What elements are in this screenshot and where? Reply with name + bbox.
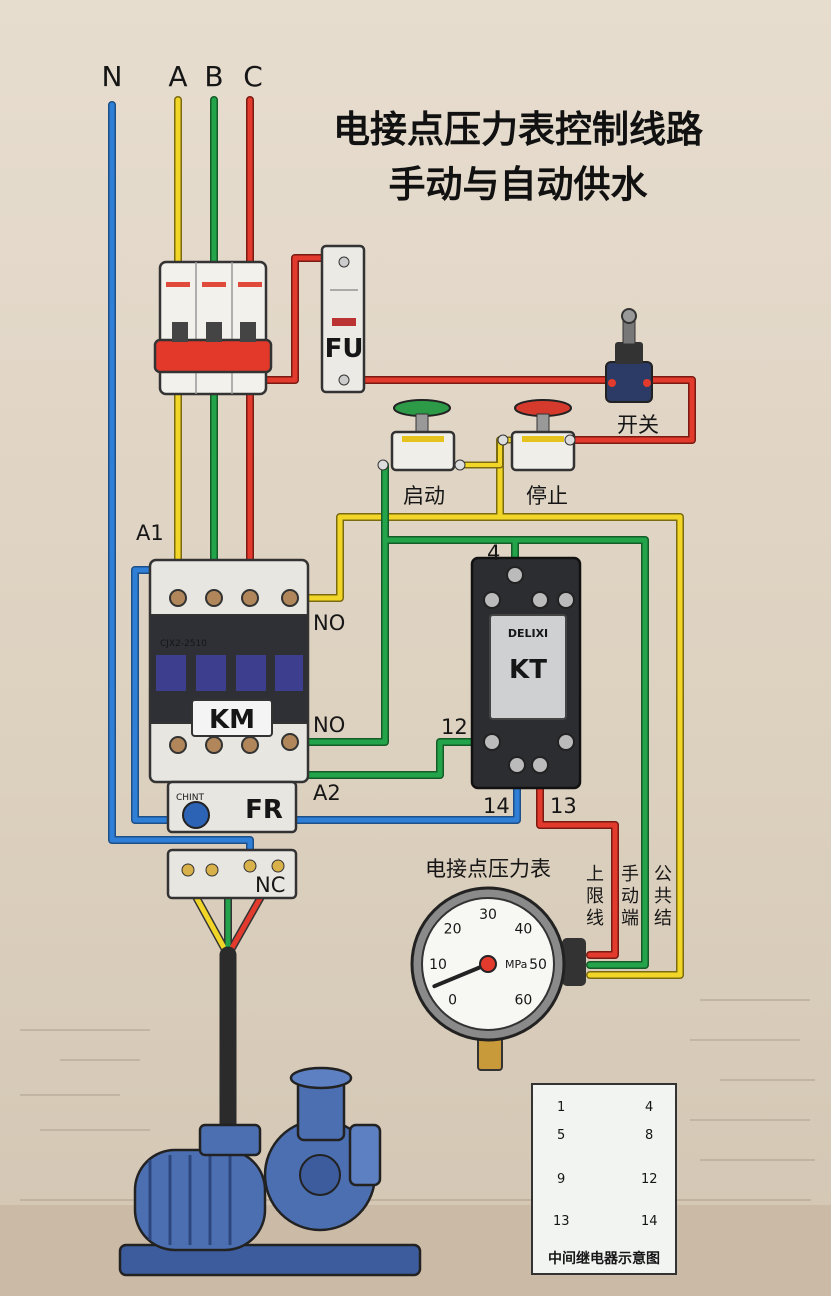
motor-cable	[191, 891, 266, 1134]
title-line-2: 手动与自动供水	[389, 163, 649, 206]
svg-text:端: 端	[621, 908, 639, 929]
start-label: 启动	[403, 484, 445, 508]
wire-label-common: 公 共 结	[654, 864, 672, 929]
gauge-tick-label: 20	[444, 922, 462, 938]
legend-pin-12: 12	[641, 1172, 658, 1187]
phase-a-wire	[174, 96, 684, 979]
fuse-label: FU	[325, 334, 364, 364]
svg-text:公: 公	[654, 864, 672, 885]
terminal-14: 14	[483, 794, 510, 818]
switch-label: 开关	[617, 413, 659, 437]
contactor-label: KM	[209, 705, 255, 735]
gauge-tick-label: 0	[448, 992, 457, 1008]
stop-label: 停止	[526, 484, 568, 508]
label-a: A	[168, 60, 187, 93]
terminal-13: 13	[550, 794, 577, 818]
pressure-gauge: 0 10 20 30 40 50 60 MPa	[410, 886, 586, 1071]
start-button[interactable]	[377, 399, 466, 472]
stop-button[interactable]	[497, 399, 576, 472]
legend-pin-5: 5	[557, 1128, 565, 1143]
legend-pin-9: 9	[557, 1172, 565, 1187]
label-n: N	[102, 60, 123, 93]
contactor-km	[148, 558, 310, 784]
relay-legend-pins: 1 5 9 13 4 8 12 14 中间继电器示意图	[548, 1100, 660, 1267]
label-c: C	[243, 60, 263, 93]
fuse	[320, 244, 366, 394]
svg-text:手: 手	[621, 864, 639, 885]
rotary-switch[interactable]	[605, 308, 653, 403]
gauge-tick-label: 10	[429, 957, 447, 973]
svg-text:结: 结	[654, 908, 672, 929]
svg-text:限: 限	[586, 886, 604, 907]
legend-pin-13: 13	[553, 1214, 570, 1229]
wire-label-upper-limit: 上 限 线	[586, 864, 604, 929]
legend-pin-8: 8	[645, 1128, 653, 1143]
relay-legend: 1 5 9 13 4 8 12 14 中间继电器示意图	[531, 1083, 677, 1275]
overload-relay-fr	[166, 780, 298, 900]
terminal-4: 4	[487, 541, 500, 565]
svg-text:上: 上	[586, 864, 604, 885]
terminal-a2: A2	[313, 781, 341, 805]
relay-brand: DELIXI	[508, 627, 548, 640]
phase-b-wire	[210, 96, 649, 969]
legend-caption: 中间继电器示意图	[548, 1250, 660, 1267]
gauge-tick-labels: 0 10 20 30 40 50 60	[429, 907, 547, 1008]
terminal-no-mid: NO	[313, 713, 345, 737]
terminal-a1: A1	[136, 521, 164, 545]
title-line-1: 电接点压力表控制线路	[333, 108, 704, 151]
gauge-tick-label: 40	[514, 922, 532, 938]
gauge-title: 电接点压力表	[425, 857, 551, 881]
overload-label: FR	[245, 795, 283, 825]
terminal-no-top: NO	[313, 611, 345, 635]
legend-pin-1: 1	[557, 1100, 565, 1115]
contactor-model: CJX2-2510	[160, 639, 207, 649]
svg-text:动: 动	[621, 886, 639, 907]
relay-kt	[470, 556, 582, 790]
gauge-tick-label: 30	[479, 907, 497, 923]
gauge-tick-label: 50	[529, 957, 547, 973]
legend-pin-4: 4	[645, 1100, 653, 1115]
legend-pin-14: 14	[641, 1214, 658, 1229]
gauge-unit: MPa	[505, 958, 527, 971]
label-b: B	[204, 60, 223, 93]
terminal-12: 12	[441, 715, 468, 739]
relay-label: KT	[509, 655, 547, 685]
terminal-nc: NC	[255, 873, 285, 897]
svg-text:线: 线	[586, 908, 604, 929]
main-breaker	[153, 260, 273, 396]
wire-label-manual: 手 动 端	[621, 864, 639, 929]
phase-c-wire	[246, 96, 696, 959]
gauge-tick-label: 60	[514, 992, 532, 1008]
svg-text:共: 共	[654, 886, 672, 907]
overload-brand: CHINT	[176, 793, 204, 803]
gauge-needle	[432, 962, 490, 989]
water-pump	[118, 1066, 422, 1277]
